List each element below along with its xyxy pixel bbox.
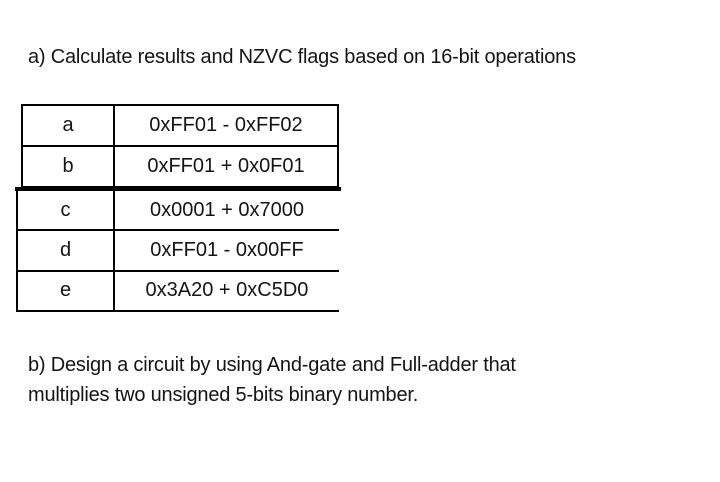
table-row-c: c 0x0001 + 0x7000 (18, 191, 339, 232)
row-d-label-cell: d (18, 231, 115, 270)
row-c-label-cell: c (18, 191, 115, 230)
table-row-e: e 0x3A20 + 0xC5D0 (18, 271, 339, 310)
row-a-operation-cell: 0xFF01 - 0xFF02 (149, 114, 303, 136)
question-a-text: a) Calculate results and NZVC flags base… (28, 46, 576, 68)
operations-table-upper: a 0xFF01 - 0xFF02 b 0xFF01 + 0x0F01 (21, 104, 339, 188)
row-b-operation-cell: 0xFF01 + 0x0F01 (147, 155, 305, 177)
question-b-line1: b) Design a circuit by using And-gate an… (28, 354, 516, 376)
table-heavy-divider (15, 187, 341, 191)
question-b-line2: multiplies two unsigned 5-bits binary nu… (28, 384, 419, 406)
row-e-operation-cell: 0x3A20 + 0xC5D0 (145, 279, 309, 302)
operations-table-lower: c 0x0001 + 0x7000 d 0xFF01 - 0x00FF e 0x… (16, 191, 339, 312)
row-a-label-cell: a (23, 106, 115, 145)
table-row-b: b 0xFF01 + 0x0F01 (23, 147, 337, 186)
row-c-operation-cell: 0x0001 + 0x7000 (149, 198, 305, 221)
table-row-a: a 0xFF01 - 0xFF02 (23, 106, 337, 147)
row-e-label-cell: e (18, 271, 115, 310)
question-b-text: b) Design a circuit by using And-gate an… (28, 350, 516, 410)
table-row-d: d 0xFF01 - 0x00FF (18, 231, 339, 272)
row-b-label-cell: b (23, 147, 115, 186)
row-d-operation-cell: 0xFF01 - 0x00FF (150, 238, 304, 261)
